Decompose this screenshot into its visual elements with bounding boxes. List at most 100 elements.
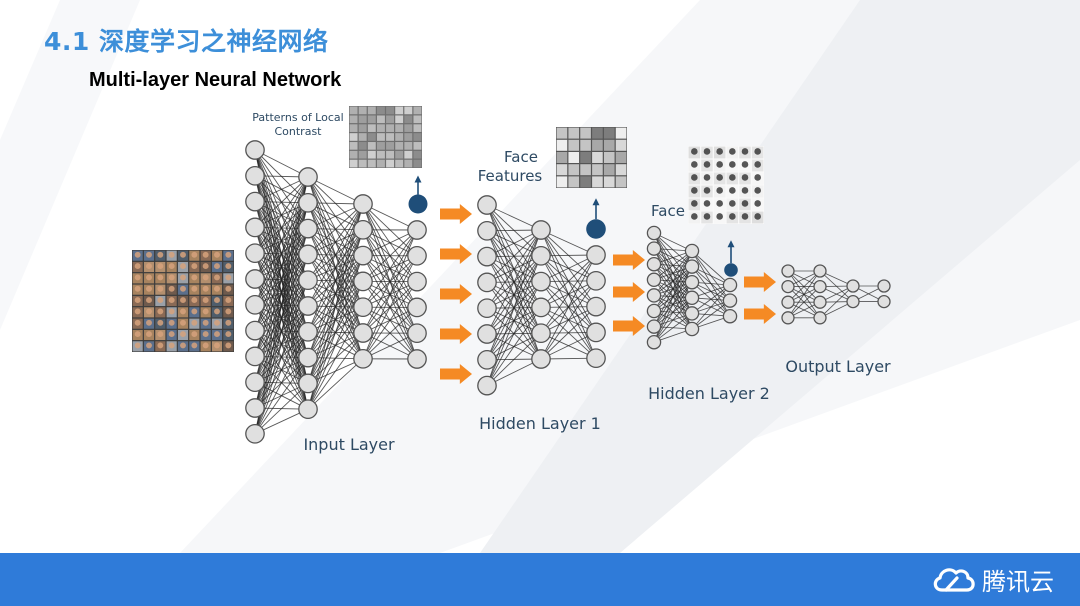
neuron-node	[477, 298, 497, 319]
neuron-node	[245, 165, 265, 186]
connection-line	[254, 202, 309, 434]
flow-arrow	[440, 244, 472, 264]
neuron-node	[298, 244, 318, 265]
neuron-node	[646, 319, 662, 334]
connection-line	[254, 357, 309, 435]
input-layer-label: Input Layer	[303, 435, 395, 454]
connection-line	[254, 176, 309, 434]
connection-line	[307, 203, 364, 230]
connection-line	[486, 229, 542, 335]
connection-line	[254, 228, 309, 434]
neuron-node	[877, 294, 891, 309]
connection-line	[254, 305, 309, 434]
brand-name: 腾讯云	[982, 568, 1054, 596]
connection-line	[819, 285, 854, 319]
neuron-node	[646, 241, 662, 256]
flow-arrow	[744, 272, 776, 292]
patterns-label-line2: Contrast	[274, 125, 322, 138]
connection-line	[307, 203, 364, 410]
connection-line	[486, 229, 542, 360]
neuron-node	[477, 349, 497, 370]
neuron-node	[245, 372, 265, 393]
neuron-node	[245, 140, 265, 160]
neuron-node	[298, 347, 318, 368]
neuron-node	[477, 246, 497, 267]
feature-images	[132, 106, 764, 352]
neuron-node	[586, 322, 606, 343]
output-arrow-head	[592, 198, 600, 206]
connection-line	[362, 229, 418, 334]
connection-line	[540, 280, 597, 360]
flow-arrow	[744, 304, 776, 324]
neuron-node	[846, 279, 860, 293]
connection-line	[362, 307, 418, 360]
neuron-node	[813, 295, 827, 309]
connection-line	[362, 255, 418, 360]
connection-line	[307, 358, 364, 410]
neuron-node	[646, 272, 662, 288]
footer-brand: 腾讯云	[930, 562, 1054, 597]
connection-line	[254, 176, 309, 409]
neuron-node	[477, 375, 497, 396]
face-features-label-line2: Features	[478, 167, 543, 185]
connection-line	[653, 250, 693, 296]
connection-line	[307, 176, 364, 205]
neuron-node	[813, 279, 827, 294]
neuron-node	[353, 348, 373, 369]
neuron-node	[684, 259, 700, 274]
network-nodes	[245, 140, 891, 444]
connection-line	[486, 281, 542, 386]
flow-arrow	[613, 282, 645, 302]
connection-line	[362, 229, 418, 308]
connection-line	[254, 176, 309, 228]
neuron-node	[245, 294, 265, 315]
connection-line	[691, 250, 731, 286]
connection-line	[254, 383, 309, 435]
neuron-node	[846, 294, 860, 309]
output-arrow-head	[727, 240, 735, 248]
connection-line	[307, 306, 364, 410]
neuron-node	[646, 288, 662, 303]
connection-line	[254, 176, 309, 254]
neuron-node	[353, 323, 373, 343]
neuron-node	[298, 192, 318, 213]
connection-line	[540, 254, 597, 308]
neuron-node	[245, 398, 265, 418]
neuron-node	[477, 324, 497, 344]
flow-arrow	[613, 250, 645, 270]
neuron-node	[245, 217, 265, 238]
neuron-node	[407, 323, 427, 344]
neuron-node	[586, 296, 606, 317]
flow-arrows	[440, 204, 776, 384]
connection-line	[254, 176, 309, 383]
output-layer-label: Output Layer	[785, 357, 891, 376]
slide-subtitle: Multi-layer Neural Network	[89, 69, 342, 91]
connection-line	[540, 254, 597, 283]
connection-line	[691, 284, 731, 330]
connection-line	[787, 270, 821, 303]
connection-line	[540, 254, 597, 360]
neuron-node	[245, 346, 265, 367]
connection-line	[307, 203, 364, 281]
connection-line	[254, 149, 309, 178]
feature-output-node	[408, 194, 428, 214]
connection-line	[362, 281, 418, 360]
neuron-node	[298, 167, 318, 187]
neuron-node	[531, 271, 551, 292]
connection-line	[307, 229, 364, 410]
hidden-layer-1-label: Hidden Layer 1	[479, 414, 601, 433]
neuron-node	[531, 349, 551, 369]
neuron-node	[781, 279, 795, 294]
neuron-node	[531, 220, 551, 240]
neuron-node	[722, 293, 738, 308]
neuron-node	[813, 311, 827, 325]
flow-arrow	[440, 324, 472, 344]
neuron-node	[353, 194, 373, 214]
neuron-node	[531, 323, 551, 344]
neuron-node	[245, 269, 265, 289]
connection-line	[486, 255, 542, 386]
neuron-node	[586, 270, 606, 291]
connection-line	[540, 331, 597, 360]
input-faces-image	[132, 250, 234, 352]
